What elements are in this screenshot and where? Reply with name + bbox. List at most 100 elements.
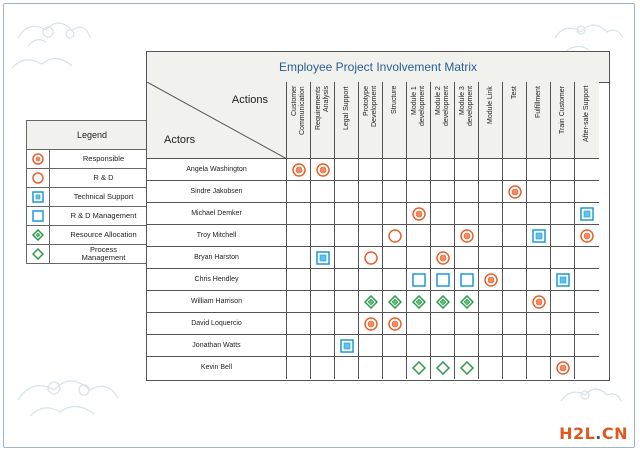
matrix-cell xyxy=(311,225,335,247)
matrix-cell xyxy=(455,313,479,335)
legend-item: R & D Management xyxy=(27,207,157,226)
matrix-cell xyxy=(503,159,527,181)
matrix-cell xyxy=(551,225,575,247)
matrix-cell xyxy=(479,269,503,291)
matrix-cell xyxy=(311,181,335,203)
responsible-icon xyxy=(387,316,402,331)
matrix-cell xyxy=(503,181,527,203)
matrix-cell xyxy=(431,181,455,203)
row-actor-label: Troy Mitchell xyxy=(147,225,287,247)
matrix-cell xyxy=(503,225,527,247)
matrix-cell xyxy=(479,335,503,357)
matrix-cell xyxy=(527,357,551,379)
matrix-cell xyxy=(455,181,479,203)
matrix-cell xyxy=(383,203,407,225)
column-header: Requirements Analysis xyxy=(311,82,335,159)
matrix-cell xyxy=(407,313,431,335)
matrix-cell xyxy=(503,203,527,225)
responsible-icon xyxy=(291,162,306,177)
cloud-decoration-top-right xyxy=(554,24,624,53)
rd-management-icon xyxy=(435,272,450,287)
row-actor-label: Michael Demker xyxy=(147,203,287,225)
matrix-cell xyxy=(335,247,359,269)
column-header: Customer Communication xyxy=(287,82,311,159)
matrix-cell xyxy=(551,357,575,379)
column-header-label: Structure xyxy=(390,86,398,115)
matrix-cell xyxy=(359,313,383,335)
matrix-cell xyxy=(335,203,359,225)
column-header: Module Link xyxy=(479,82,503,159)
row-actor-label: Chris Hendley xyxy=(147,269,287,291)
column-header: Prototype Development xyxy=(359,82,383,159)
rd-icon xyxy=(363,250,378,265)
row-actor-label: Bryan Harston xyxy=(147,247,287,269)
matrix-cell xyxy=(455,203,479,225)
matrix-cell xyxy=(455,357,479,379)
legend-item-label: Responsible xyxy=(82,154,125,163)
responsible-icon xyxy=(27,150,50,168)
resource-allocation-icon xyxy=(411,294,426,309)
matrix-cell xyxy=(287,313,311,335)
matrix-cell xyxy=(287,291,311,313)
column-header: Legal Support xyxy=(335,82,359,159)
column-header-label: Module 2 development xyxy=(434,86,450,127)
matrix-cell xyxy=(383,181,407,203)
matrix-cell xyxy=(431,159,455,181)
matrix-cell xyxy=(311,247,335,269)
row-actor-label: Jonathan Watts xyxy=(147,335,287,357)
h2l-watermark: H2L.CN xyxy=(559,424,628,443)
row-actor-label: Angela Washington xyxy=(147,159,287,181)
legend-item-label: Resource Allocation xyxy=(70,230,137,239)
matrix-cell xyxy=(407,159,431,181)
matrix-cell xyxy=(503,357,527,379)
matrix-cell xyxy=(575,225,599,247)
matrix-cell xyxy=(527,269,551,291)
technical-support-icon xyxy=(27,188,50,206)
matrix-cell xyxy=(551,181,575,203)
matrix-cell xyxy=(311,269,335,291)
process-management-icon xyxy=(411,361,426,375)
matrix-corner-header: Actions Actors xyxy=(147,82,287,159)
matrix-cell xyxy=(479,181,503,203)
matrix-cell xyxy=(407,357,431,379)
legend-item-label: R & D xyxy=(93,173,114,182)
actors-header: Actors xyxy=(164,134,196,146)
actions-header: Actions xyxy=(231,94,268,106)
matrix-cell xyxy=(335,225,359,247)
process-management-icon xyxy=(435,361,450,375)
matrix-cell xyxy=(527,247,551,269)
rd-management-icon xyxy=(459,272,474,287)
matrix-cell xyxy=(575,269,599,291)
technical-support-icon xyxy=(531,228,546,243)
matrix-cell xyxy=(479,247,503,269)
matrix-cell xyxy=(479,159,503,181)
matrix-cell xyxy=(551,203,575,225)
column-header-label: Fulfillment xyxy=(534,86,542,118)
responsible-icon xyxy=(363,316,378,331)
legend-item: Process Management xyxy=(27,245,157,263)
technical-support-icon xyxy=(555,272,570,287)
matrix-cell xyxy=(311,203,335,225)
matrix-cell xyxy=(335,357,359,379)
legend-item-label: Technical Support xyxy=(73,192,134,201)
matrix-cell xyxy=(503,269,527,291)
matrix-cell xyxy=(575,291,599,313)
matrix-cell xyxy=(455,159,479,181)
matrix-cell xyxy=(527,181,551,203)
matrix-cell xyxy=(527,313,551,335)
matrix-cell xyxy=(575,159,599,181)
matrix-cell xyxy=(575,357,599,379)
column-header: Test xyxy=(503,82,527,159)
column-header-label: Module 3 development xyxy=(458,86,474,127)
cloud-decoration-bottom-right xyxy=(560,388,622,402)
matrix-cell xyxy=(287,203,311,225)
watermark-h2l: H2L xyxy=(559,424,596,443)
matrix-cell xyxy=(287,181,311,203)
matrix-cell xyxy=(311,313,335,335)
matrix-cell xyxy=(407,269,431,291)
legend-item-label: R & D Management xyxy=(70,211,137,220)
matrix-cell xyxy=(287,269,311,291)
column-header-label: Module 1 development xyxy=(410,86,426,127)
matrix-cell xyxy=(431,247,455,269)
matrix-cell xyxy=(455,225,479,247)
